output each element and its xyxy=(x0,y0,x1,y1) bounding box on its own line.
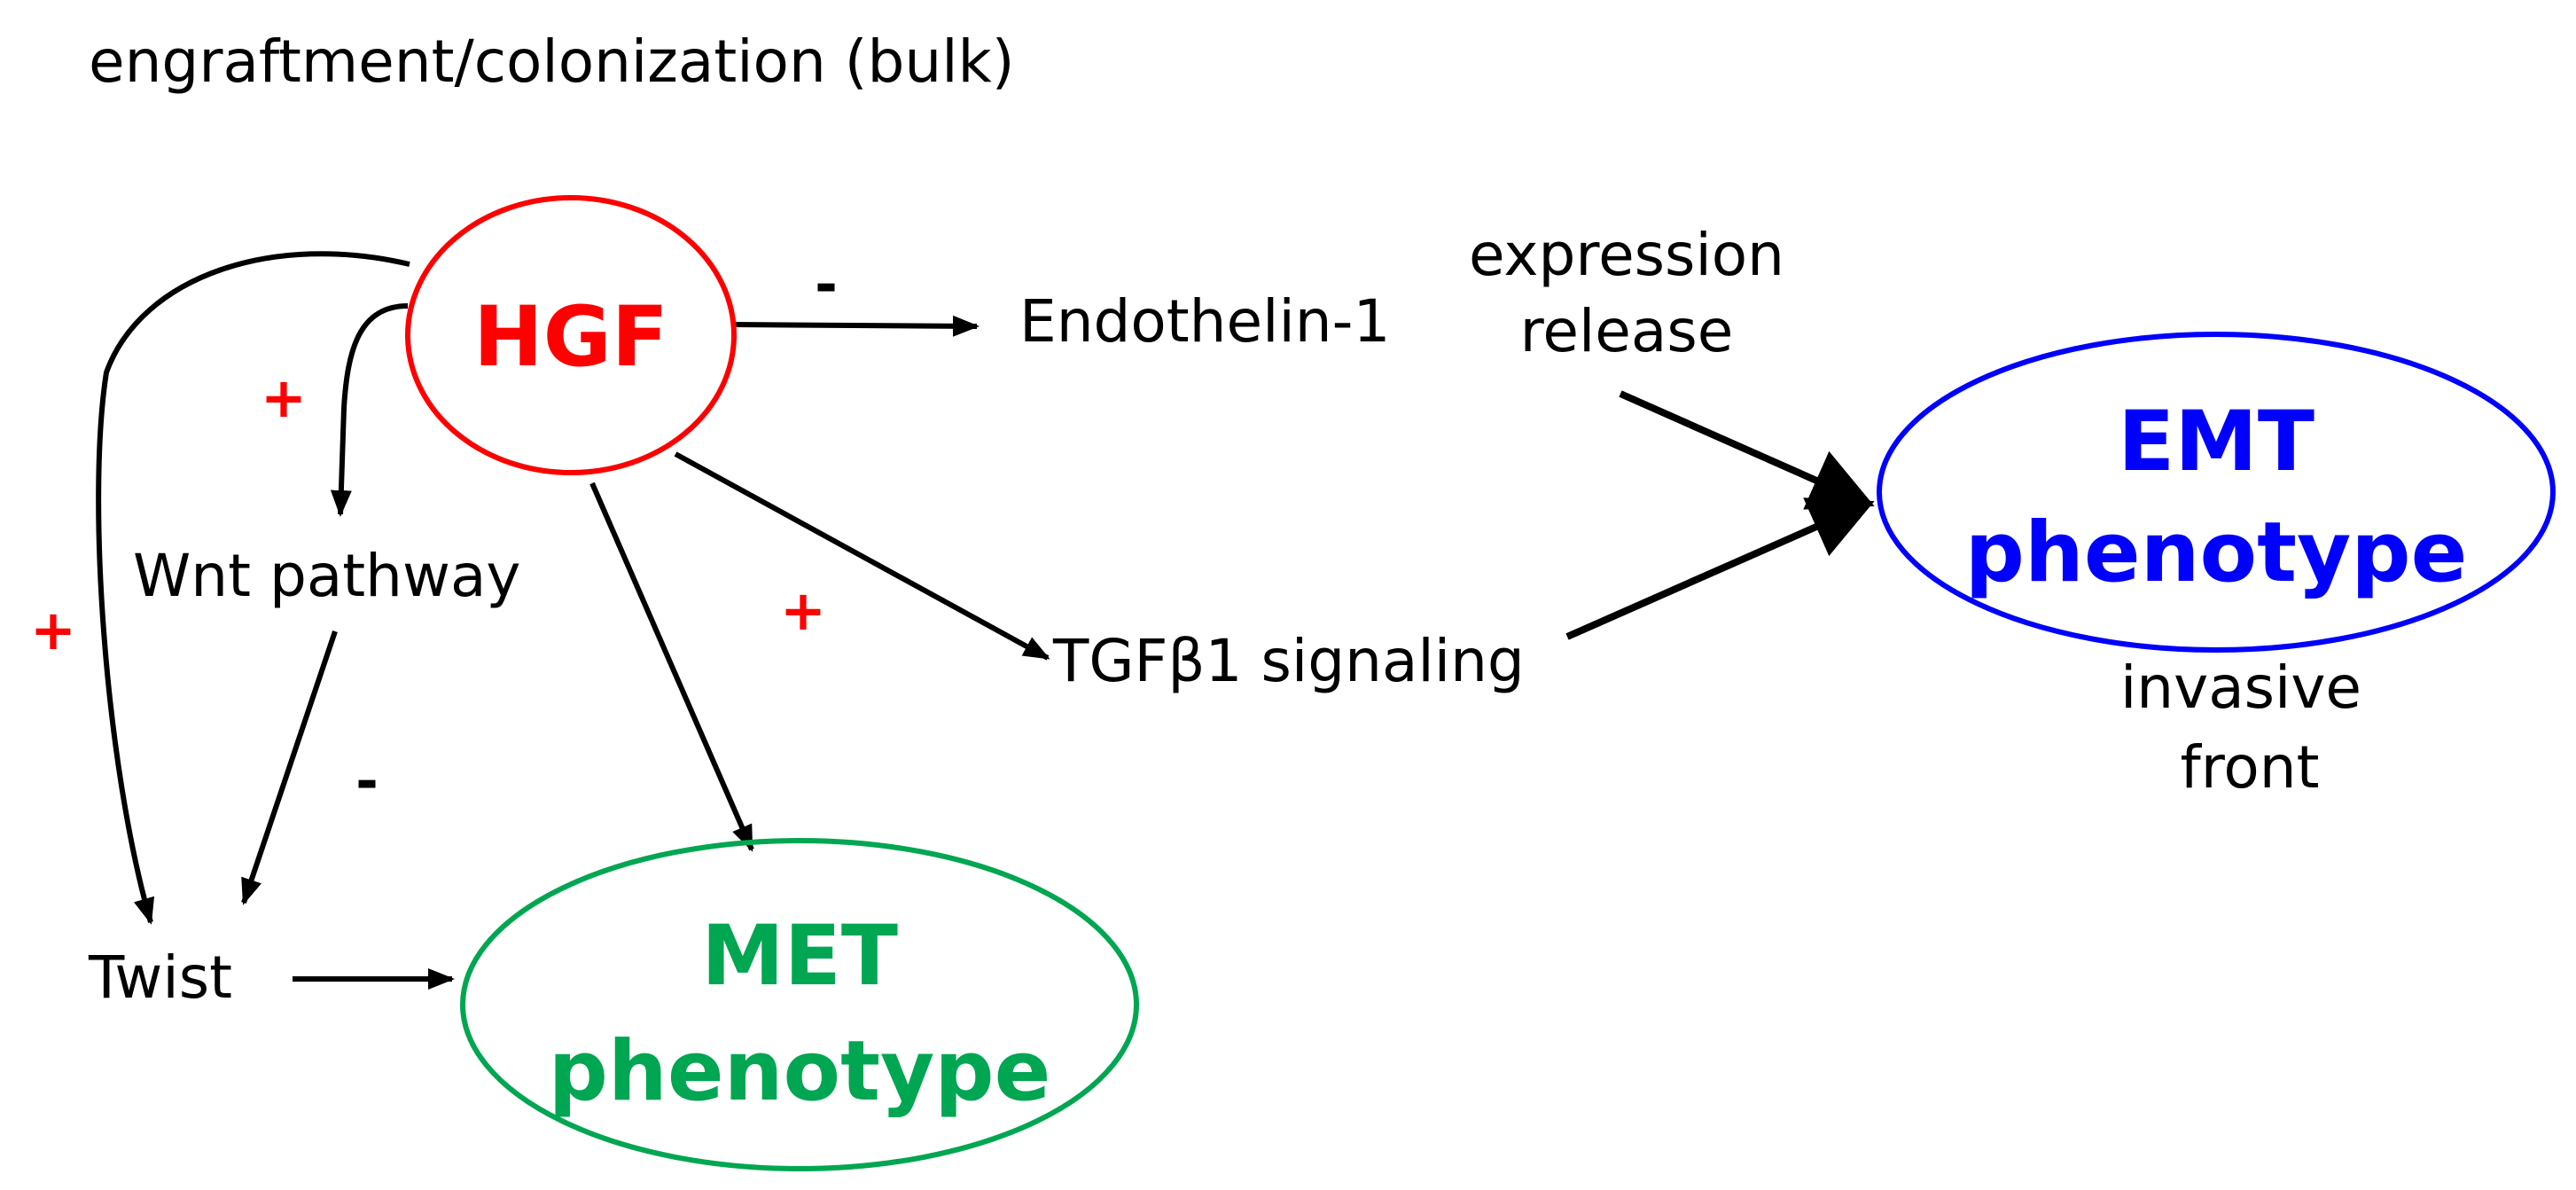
emt-phenotype-node: EMT phenotype xyxy=(1877,332,2556,653)
release-annotation: release xyxy=(1520,297,1734,365)
sign-wnt-to-twist: - xyxy=(355,748,379,813)
twist-label: Twist xyxy=(88,943,232,1012)
hgf-ellipse xyxy=(405,195,737,475)
hgf-label: HGF xyxy=(473,289,668,386)
hgf-node: HGF xyxy=(405,195,737,475)
diagram-heading: engraftment/colonization (bulk) xyxy=(89,27,1015,96)
edge-wnt-to-twist xyxy=(241,630,338,905)
edge-hgf-to-wnt xyxy=(330,303,409,517)
edge-hgf-to-met xyxy=(589,481,754,852)
endothelin-1-label: Endothelin-1 xyxy=(1019,287,1390,356)
edge-hgf-to-tgfb xyxy=(674,451,1050,661)
met-label-line1: MET xyxy=(701,908,898,1005)
sign-hgf-to-tgfb: + xyxy=(780,578,826,643)
sign-hgf-to-twist: + xyxy=(30,598,76,662)
emt-label-line1: EMT xyxy=(2118,394,2314,490)
met-label-line2: phenotype xyxy=(549,1023,1051,1120)
wnt-pathway-label: Wnt pathway xyxy=(133,542,520,610)
met-phenotype-node: MET phenotype xyxy=(460,838,1139,1171)
sign-hgf-to-wnt: + xyxy=(261,365,307,430)
emt-ellipse xyxy=(1877,332,2556,653)
edge-release-to-emt xyxy=(1619,390,1875,510)
edge-hgf-to-endothelin xyxy=(733,315,980,337)
front-annotation: front xyxy=(2180,733,2319,802)
met-ellipse xyxy=(460,838,1139,1171)
edge-hgf-to-twist xyxy=(96,251,410,925)
tgfb1-signaling-label: TGFβ1 signaling xyxy=(1052,627,1525,695)
expression-annotation: expression xyxy=(1469,221,1784,289)
sign-hgf-to-endothelin: - xyxy=(815,252,838,317)
edge-tgfb-to-emt xyxy=(1565,497,1875,640)
emt-label-line2: phenotype xyxy=(1965,505,2468,601)
invasive-annotation: invasive xyxy=(2120,654,2361,722)
